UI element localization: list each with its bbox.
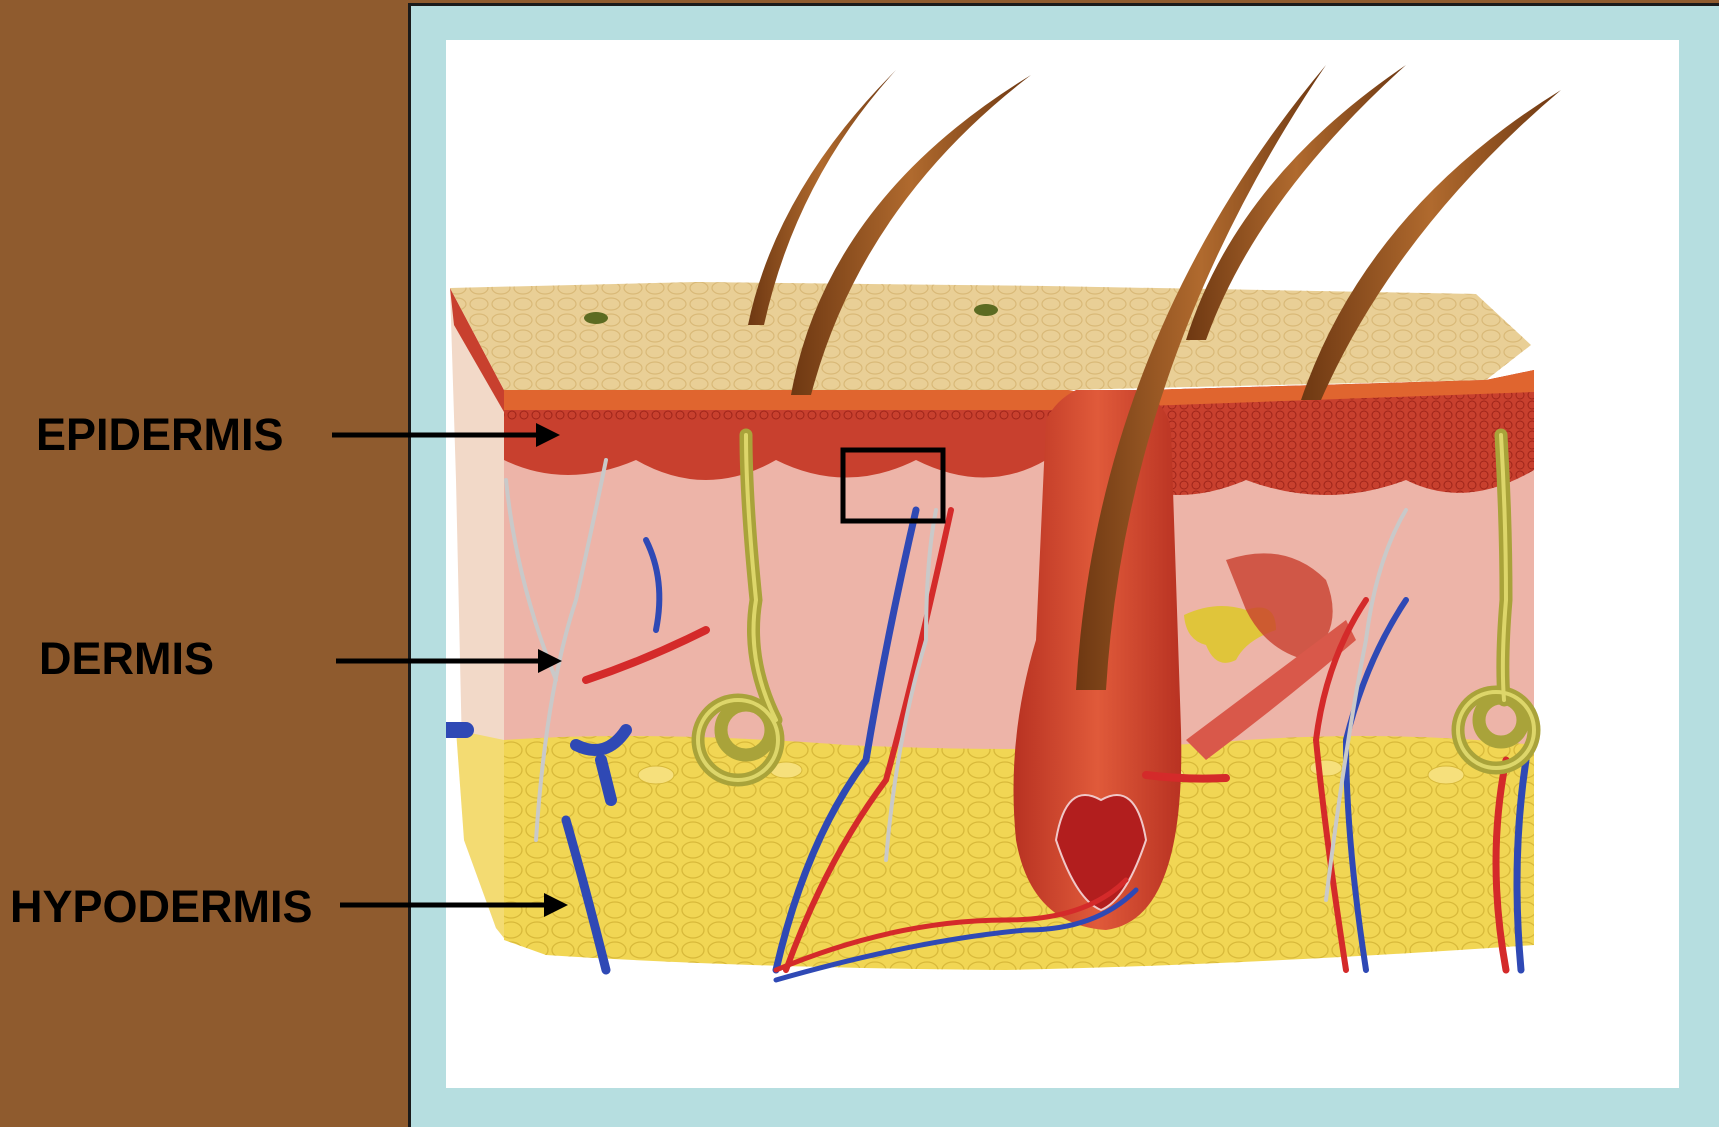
arrow-epidermis: [332, 423, 560, 447]
arrow-hypodermis: [340, 893, 568, 917]
arrow-dermis: [336, 649, 562, 673]
